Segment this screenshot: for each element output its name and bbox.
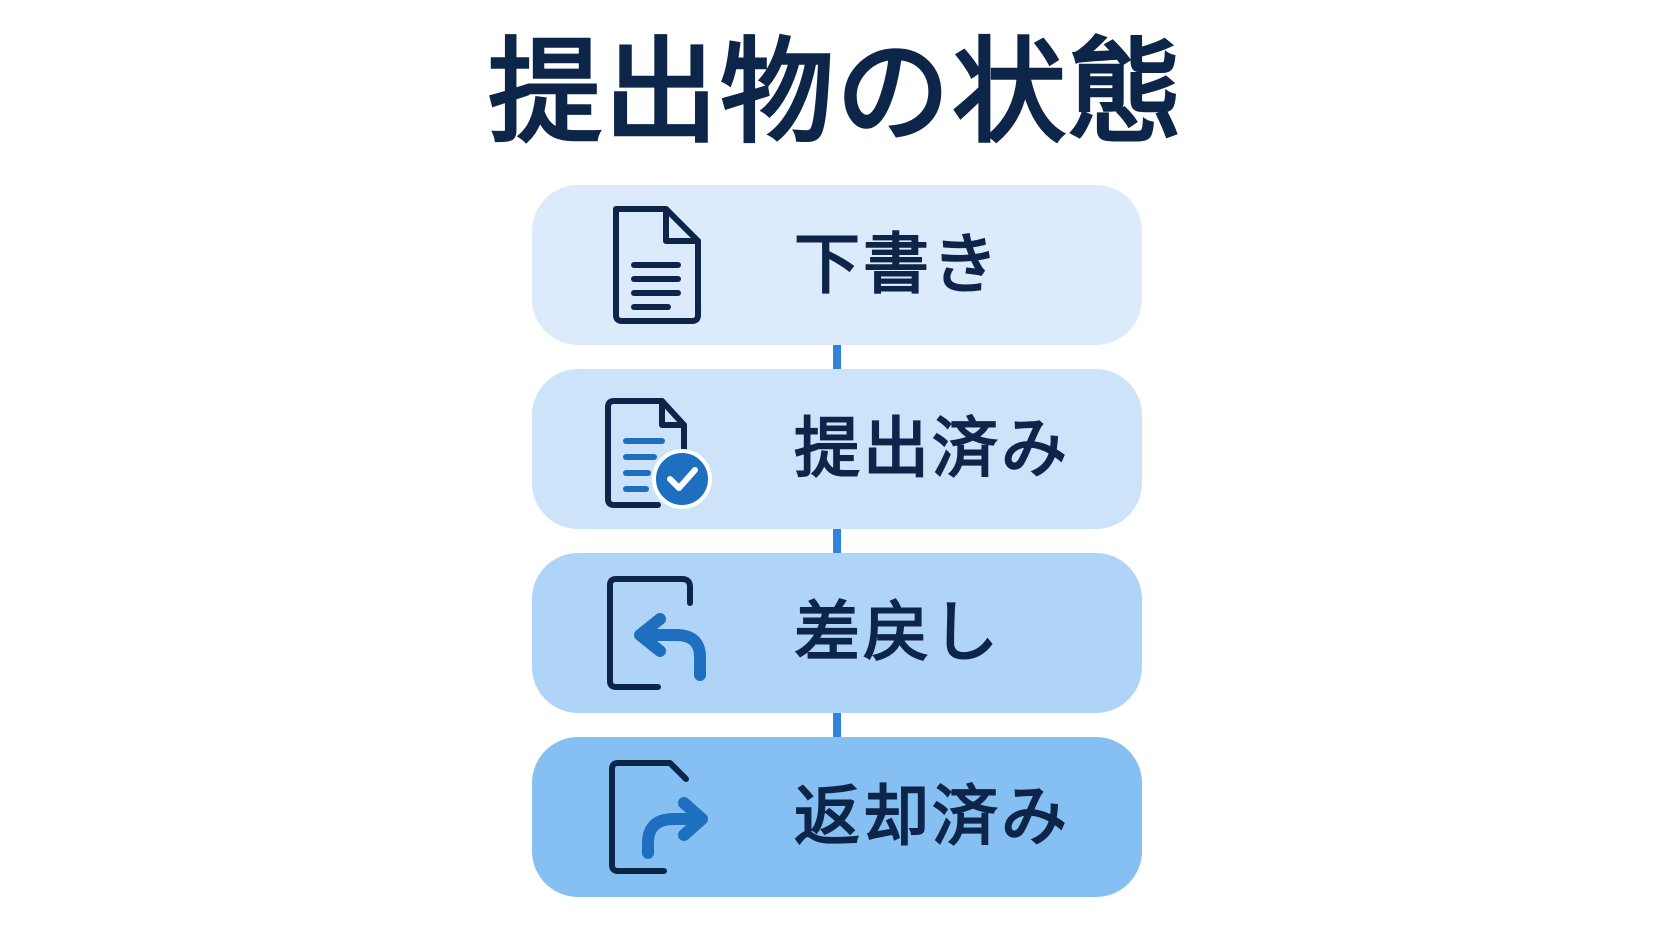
connector-line <box>833 344 841 370</box>
status-card-sent-back: 返却済み <box>532 737 1142 897</box>
status-card-draft: 下書き <box>532 185 1142 345</box>
status-label: 返却済み <box>794 778 1070 855</box>
status-card-returned: 差戻し <box>532 553 1142 713</box>
page-title: 提出物の状態 <box>487 26 1184 159</box>
status-label: 差戻し <box>794 594 1001 671</box>
status-card-submitted: 提出済み <box>532 369 1142 529</box>
status-label: 提出済み <box>794 410 1070 487</box>
status-label: 下書き <box>794 226 1001 303</box>
return-arrow-icon <box>602 571 712 695</box>
document-icon <box>602 203 712 327</box>
forward-arrow-icon <box>602 755 712 879</box>
connector-line <box>833 528 841 554</box>
connector-line <box>833 712 841 738</box>
document-check-icon <box>602 387 712 511</box>
